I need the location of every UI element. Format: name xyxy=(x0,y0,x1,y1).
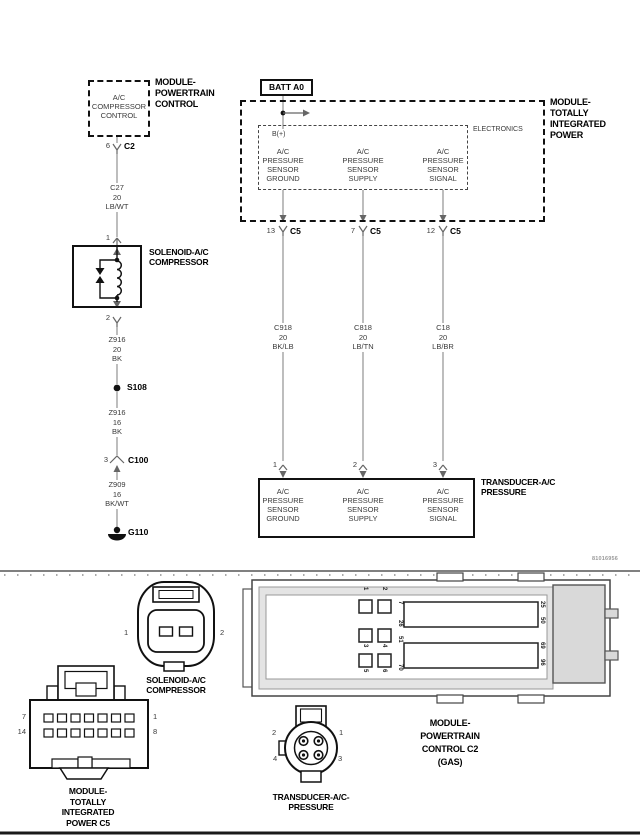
arrowheads xyxy=(113,109,447,478)
pcm-c2-pin-3: 3 xyxy=(362,644,368,648)
pcm-c2-pin-51: 51 xyxy=(397,636,403,643)
solenoid-connector-view xyxy=(137,581,215,672)
c5-pin-12: 12 xyxy=(426,226,435,235)
c5-view-pin-14: 14 xyxy=(17,727,26,736)
ground-dot xyxy=(113,526,121,534)
c5-id-3: C5 xyxy=(450,226,461,236)
pcm-c2-pin-50: 50 xyxy=(539,617,545,624)
wire-label-c27: C27 20 LB/WT xyxy=(95,183,139,212)
transducer-connector-view xyxy=(278,705,338,783)
transducer-func-ground: A/C PRESSURE SENSOR GROUND xyxy=(262,487,304,523)
transducer-view-label: TRANSDUCER-A/C- PRESSURE xyxy=(272,792,350,812)
ground-symbol xyxy=(108,534,126,541)
transducer-view-pin-4: 4 xyxy=(273,754,278,763)
pcm-c2-pin-4: 4 xyxy=(381,644,387,648)
c5-view-pin-7: 7 xyxy=(21,712,26,721)
tipm-module-label: MODULE- TOTALLY INTEGRATED POWER xyxy=(550,97,606,140)
c5-id-2: C5 xyxy=(370,226,381,236)
pcm-c2-pin-96: 96 xyxy=(539,659,545,666)
transducer-pin-2: 2 xyxy=(352,460,357,469)
ground-label: G110 xyxy=(128,527,149,537)
tipm-module-box xyxy=(240,100,545,222)
pcm-c2-pin-69: 69 xyxy=(539,642,545,649)
solenoid-label: SOLENOID-A/C COMPRESSOR xyxy=(149,247,209,267)
wire-label-c818: C818 20 LB/TN xyxy=(338,323,388,352)
splice-dot xyxy=(113,384,121,392)
wire-label-z916-20: Z916 20 BK xyxy=(95,335,139,364)
pcm-c2-connector-view xyxy=(242,572,619,704)
wire-label-c918: C918 20 BK/LB xyxy=(258,323,308,352)
pcm-c2-pin-6: 6 xyxy=(381,669,387,673)
solenoid-box xyxy=(72,245,142,308)
splice-label: S108 xyxy=(127,382,147,392)
transducer-box xyxy=(258,478,475,538)
diode-symbol xyxy=(95,268,105,275)
pcm-c2-view-label: MODULE- POWERTRAIN CONTROL C2 (GAS) xyxy=(420,718,480,767)
c5-id-1: C5 xyxy=(290,226,301,236)
transducer-view-pin-3: 3 xyxy=(338,754,343,763)
pcm-c2-pin-5: 5 xyxy=(362,669,368,673)
solenoid-view-pin-1: 1 xyxy=(124,628,129,637)
electronics-label: ELECTRONICS xyxy=(473,126,523,133)
connector-symbols xyxy=(109,143,448,471)
solenoid-internals xyxy=(95,245,123,302)
pcm-module-box xyxy=(88,80,150,137)
c5-pin-13: 13 xyxy=(266,226,275,235)
pcm-c2-pin-7: 7 xyxy=(397,601,403,605)
tipm-output-signal: A/C PRESSURE SENSOR SIGNAL xyxy=(422,147,464,183)
pcm-c2-pin-70: 70 xyxy=(397,664,403,671)
c100-connector-id: C100 xyxy=(128,455,149,465)
sheet-number: 81016956 xyxy=(592,556,619,562)
solenoid-pin-in: 1 xyxy=(105,233,110,242)
pcm-box-text: A/C COMPRESSOR CONTROL xyxy=(91,93,147,120)
transducer-pin-1: 1 xyxy=(272,460,277,469)
wire-label-c18: C18 20 LB/BR xyxy=(418,323,468,352)
solenoid-view-label: SOLENOID-A/C COMPRESSOR xyxy=(146,675,206,695)
solenoid-pin-out: 2 xyxy=(105,313,110,322)
coil-symbol xyxy=(116,260,123,296)
bplus-label: B(+) xyxy=(272,131,286,138)
pcm-module-label: MODULE- POWERTRAIN CONTROL xyxy=(155,77,215,109)
batt-feed-box: BATT A0 xyxy=(260,79,313,96)
solenoid-view-pin-2: 2 xyxy=(220,628,225,637)
pcm-c2-pin-2: 2 xyxy=(381,587,387,591)
c5-view-pin-1: 1 xyxy=(153,712,158,721)
transducer-func-signal: A/C PRESSURE SENSOR SIGNAL xyxy=(422,487,464,523)
c5-pin-7: 7 xyxy=(350,226,355,235)
pcm-c2-pin-26: 26 xyxy=(397,620,403,627)
c100-pin-number: 3 xyxy=(103,455,108,464)
splice-ground-symbols xyxy=(108,110,303,541)
pcm-c2-pin-1: 1 xyxy=(362,587,368,591)
pcm-pin-number: 6 xyxy=(105,141,110,150)
tipm-electronics-box xyxy=(258,125,468,190)
tipm-output-ground: A/C PRESSURE SENSOR GROUND xyxy=(262,147,304,183)
wire-label-z916-16: Z916 16 BK xyxy=(95,408,139,437)
transducer-func-supply: A/C PRESSURE SENSOR SUPPLY xyxy=(342,487,384,523)
pcm-c2-pin-25: 25 xyxy=(539,601,545,608)
wire-label-z909: Z909 16 BK/WT xyxy=(95,480,139,509)
transducer-pin-3: 3 xyxy=(432,460,437,469)
pcm-connector-id: C2 xyxy=(124,141,135,151)
transducer-view-pin-1: 1 xyxy=(339,728,344,737)
transducer-view-pin-2: 2 xyxy=(272,728,277,737)
c5-view-pin-8: 8 xyxy=(153,727,158,736)
tipm-c5-connector-view xyxy=(29,665,149,780)
tipm-output-supply: A/C PRESSURE SENSOR SUPPLY xyxy=(342,147,384,183)
c5-view-label: MODULE- TOTALLY INTEGRATED POWER C5 xyxy=(61,786,115,828)
transducer-label: TRANSDUCER-A/C PRESSURE xyxy=(481,477,556,497)
